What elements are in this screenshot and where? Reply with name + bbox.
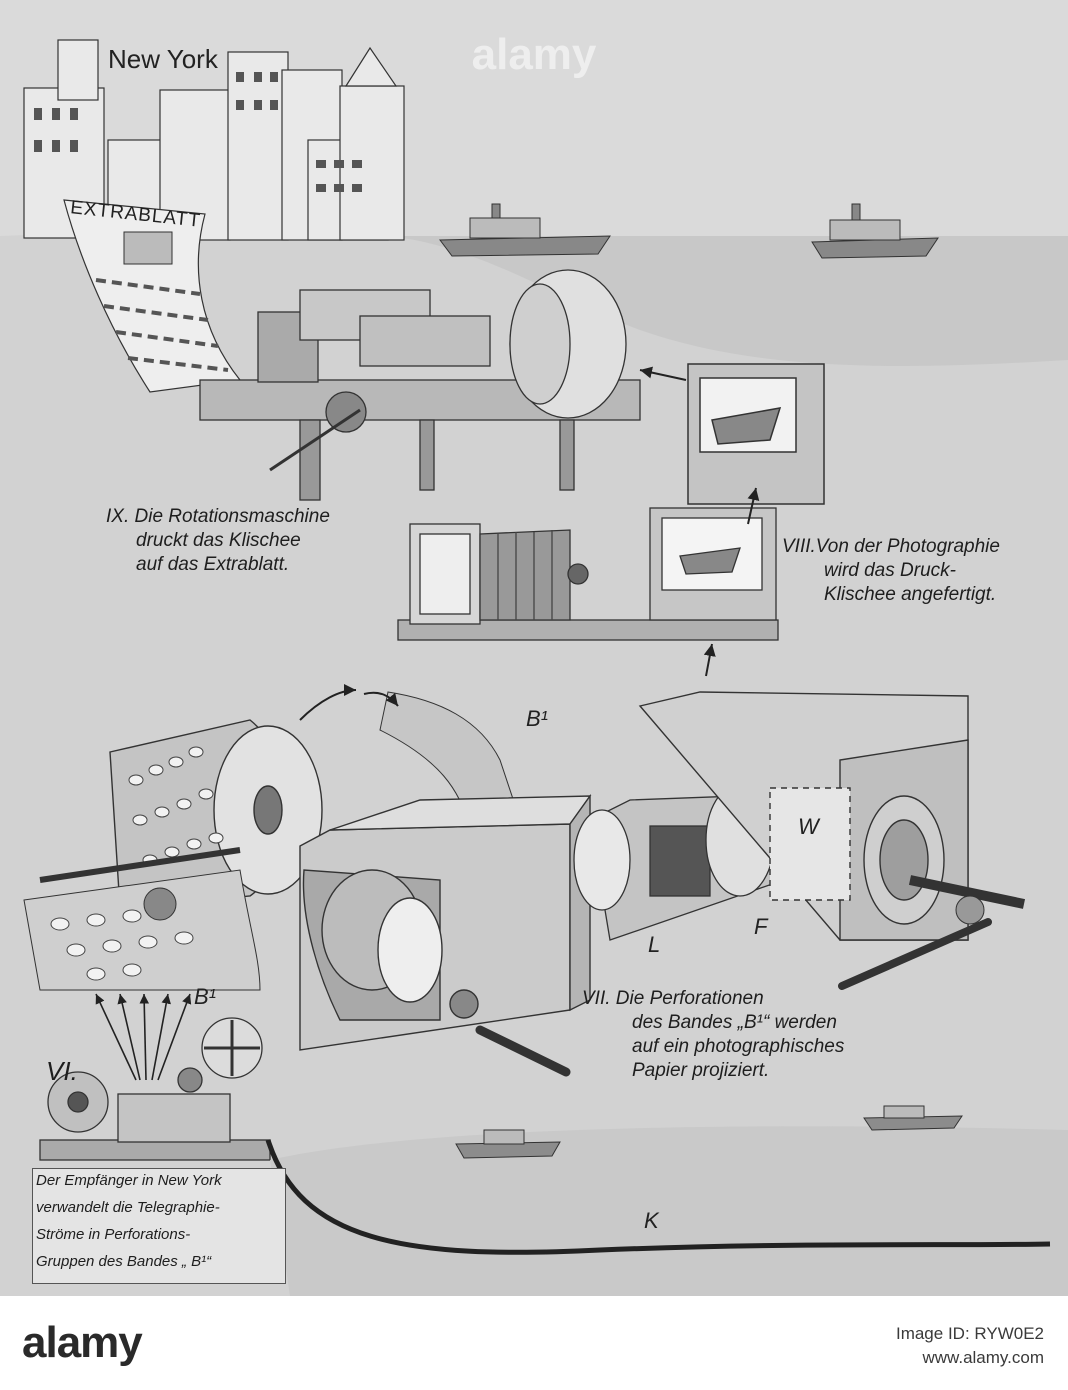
step-ix-label: IX. Die Rotationsmaschine	[106, 506, 330, 528]
printing-plate-frame	[687, 363, 825, 505]
caption-vi-line-4: Gruppen des Bandes „ B¹“	[36, 1253, 212, 1270]
footer-bar: alamy Image ID: RYW0E2 www.alamy.com	[0, 1296, 1068, 1390]
step-vi-numeral: VI.	[46, 1056, 78, 1086]
step-ix-numeral: IX.	[106, 506, 130, 527]
telegraph-receiver	[39, 1017, 271, 1161]
step-vii-label: VII. Die Perforationen	[582, 988, 764, 1010]
step-viii-label: VIII.Von der Photographie	[782, 536, 1000, 558]
rotary-press	[199, 269, 641, 501]
caption-vi-line-3: Ströme in Perforations-	[36, 1226, 191, 1243]
step-vii-line-1: Die Perforationen	[615, 988, 764, 1009]
step-vii-numeral: VII.	[582, 988, 611, 1009]
step-viii-numeral: VIII.	[782, 536, 816, 557]
footer-site: www.alamy.com	[922, 1348, 1044, 1367]
projector-housing	[299, 793, 592, 1051]
step-viii-line-2: wird das Druck-	[824, 560, 956, 581]
step-vii-line-4: Papier projiziert.	[632, 1060, 770, 1081]
city-label: New York	[108, 44, 218, 74]
step-vii-line-3: auf ein photographisches	[632, 1036, 845, 1057]
tape-strip-b1-bottom	[23, 869, 261, 991]
caption-vi-line-1: Der Empfänger in New York	[36, 1172, 222, 1189]
ship-left	[439, 203, 611, 257]
label-w: W	[798, 814, 819, 839]
step-viii-line-3: Klischee angefertigt.	[824, 584, 997, 605]
step-vii-line-2: des Bandes „B¹“ werden	[632, 1012, 837, 1033]
telegraph-cable	[265, 1139, 1051, 1255]
label-b1-left: B¹	[194, 984, 216, 1009]
footer-image-id: Image ID: RYW0E2	[895, 1324, 1044, 1343]
label-l: L	[648, 932, 661, 957]
footer-logo: alamy	[22, 1318, 143, 1367]
label-b1-top: B¹	[526, 706, 548, 731]
step-ix-line-3: auf das Extrablatt.	[136, 554, 290, 575]
step-ix-line-1: Die Rotationsmaschine	[134, 506, 330, 527]
step-viii-line-1: Von der Photographie	[815, 536, 1000, 557]
label-k: K	[644, 1208, 659, 1233]
drum-holes	[128, 746, 224, 866]
photographic-paper-box	[638, 691, 969, 941]
reproduction-camera	[397, 507, 779, 641]
label-f: F	[754, 914, 768, 939]
step-ix-line-2: druckt das Klischee	[136, 530, 301, 551]
illustration-drawing	[23, 39, 1068, 1296]
watermark-text: alamy	[471, 30, 597, 79]
ship-right	[811, 203, 939, 259]
receiver-caption-box	[32, 1168, 286, 1284]
caption-vi-line-2: verwandelt die Telegraphie-	[36, 1199, 220, 1216]
illustration-plate: New York EXTRABLATT IX. Die Rotationsmas…	[0, 0, 1068, 1296]
